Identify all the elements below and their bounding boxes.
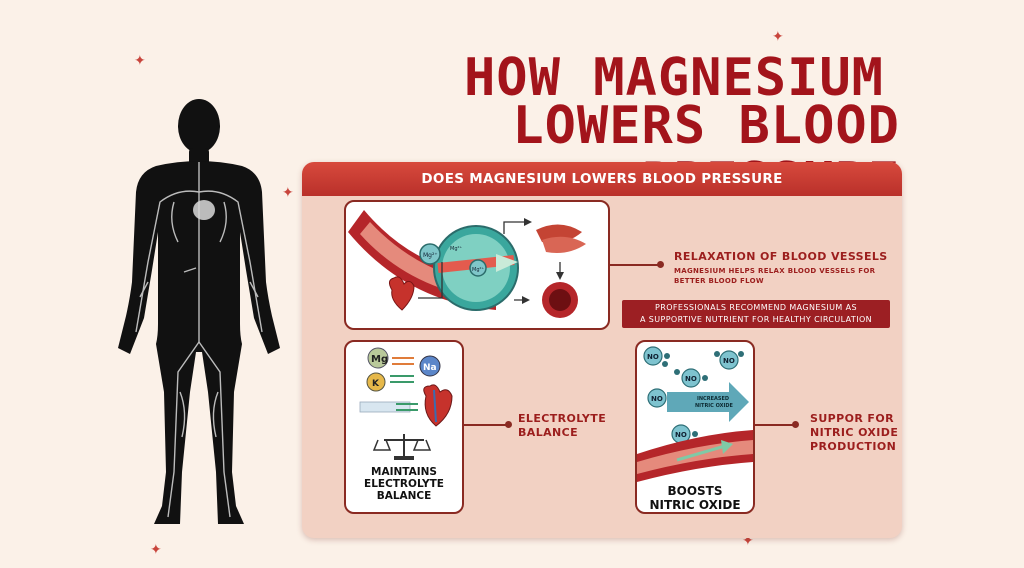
nitric-oxide-label: SUPPOR FOR NITRIC OXIDE PRODUCTION [810,412,902,454]
panel-header: DOES MAGNESIUM LOWERS BLOOD PRESSURE [302,162,902,196]
electrolyte-label-line2: BALANCE [518,426,579,439]
no-molecule-label: NO [675,431,687,439]
relaxation-title: RELAXATION OF BLOOD VESSELS [674,250,888,263]
electrolyte-illustration: Mg Na K [359,347,453,460]
connector-dot [792,421,799,428]
nitric-oxide-caption-line2: NITRIC OXIDE [649,498,741,512]
no-molecule-label: NO [647,353,659,361]
nitric-oxide-caption: BOOSTS NITRIC OXIDE [637,484,753,512]
connector-dot [505,421,512,428]
increased-no-line1: INCREASED [697,396,729,402]
electrolyte-label: ELECTROLYTE BALANCE [518,412,618,440]
nitric-oxide-card: NO NO NO NO NO INCREASED NITRIC OXIDE BO… [635,340,755,514]
connector-line [755,424,795,426]
electrolyte-caption-line3: BALANCE [376,490,432,502]
ion-label-small: Mg²⁺ [450,246,462,252]
nitric-oxide-label-line1: SUPPOR FOR [810,412,894,425]
sparkle-decoration: ✦ [134,53,146,69]
nitric-oxide-caption-line1: BOOSTS [667,484,723,498]
vessel-relaxation-card: Mg²⁺ Mg²⁺ Mg²⁺ [344,200,610,330]
nitric-oxide-label-line3: PRODUCTION [810,440,897,453]
no-molecule-label: NO [723,357,735,365]
recommendation-banner: PROFESSIONALS RECOMMEND MAGNESIUM AS A S… [622,300,890,328]
connector-dot [657,261,664,268]
relaxation-description-line1: MAGNESIUM HELPS RELAX BLOOD VESSELS FOR [674,267,876,275]
info-panel: DOES MAGNESIUM LOWERS BLOOD PRESSURE Mg²… [302,162,902,538]
sparkle-decoration: ✦ [742,533,754,549]
ion-label-main: Mg²⁺ [423,252,438,259]
ion-mg-label: Mg [371,354,388,365]
sparkle-decoration: ✦ [772,29,784,45]
increased-no-line2: NITRIC OXIDE [695,403,734,409]
connector-line [610,264,660,266]
no-molecule-label: NO [685,375,697,383]
no-molecule-label: NO [651,395,663,403]
sparkle-decoration: ✦ [282,185,294,201]
ion-na-label: Na [423,363,437,373]
sparkle-decoration: ✦ [150,542,162,558]
nitric-oxide-label-line2: NITRIC OXIDE [810,426,899,439]
page-title-line1: HOW MAGNESIUM [464,48,884,108]
ion-label-small2: Mg²⁺ [472,267,484,273]
nitric-oxide-illustration: NO NO NO NO NO INCREASED NITRIC OXIDE [637,346,753,482]
human-body-silhouette [118,99,280,524]
electrolyte-card: Mg Na K MAINTAINS ELECTROLYTE BALANCE [344,340,464,514]
ion-k-label: K [372,379,380,389]
connector-line [464,424,508,426]
banner-line1: PROFESSIONALS RECOMMEND MAGNESIUM AS [655,303,857,312]
electrolyte-label-line1: ELECTROLYTE [518,412,607,425]
relaxation-description-line2: BETTER BLOOD FLOW [674,277,764,285]
electrolyte-caption-line1: MAINTAINS [371,466,437,478]
banner-line2: A SUPPORTIVE NUTRIENT FOR HEALTHY CIRCUL… [639,315,873,324]
blood-vessel-illustration: Mg²⁺ Mg²⁺ Mg²⁺ [348,210,586,318]
electrolyte-caption-line2: ELECTROLYTE [364,478,444,490]
electrolyte-caption: MAINTAINS ELECTROLYTE BALANCE [346,466,462,502]
